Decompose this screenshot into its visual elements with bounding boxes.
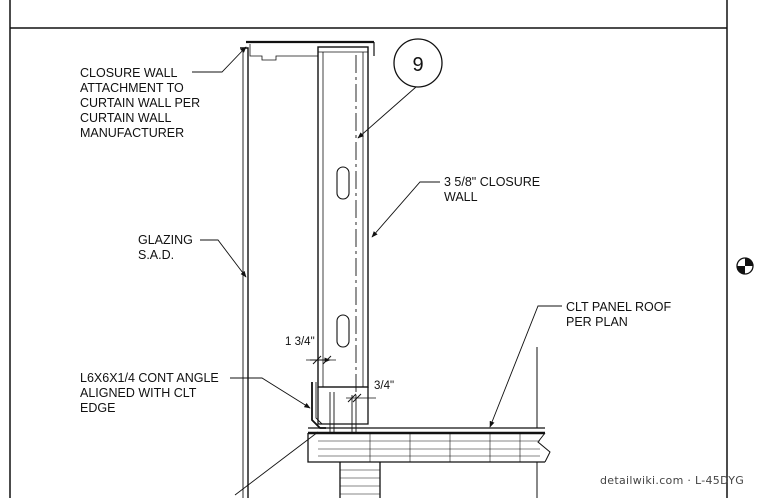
- svg-text:CLT PANEL ROOF: CLT PANEL ROOF: [566, 300, 671, 314]
- curtain-wall-mullion: [240, 40, 375, 498]
- svg-text:S.A.D.: S.A.D.: [138, 248, 174, 262]
- centerline-symbol-icon: [736, 257, 754, 275]
- svg-text:CURTAIN WALL PER: CURTAIN WALL PER: [80, 96, 200, 110]
- detail-bubble: 9: [393, 38, 443, 88]
- detail-number: 9: [412, 54, 423, 76]
- svg-text:CLOSURE WALL: CLOSURE WALL: [80, 66, 178, 80]
- svg-text:3 5/8" CLOSURE: 3 5/8" CLOSURE: [444, 175, 540, 189]
- bubble-leader: [357, 86, 417, 139]
- label-closure-wall: 3 5/8" CLOSURE WALL: [444, 175, 540, 204]
- label-clt-roof: CLT PANEL ROOF PER PLAN: [566, 300, 671, 329]
- svg-text:CURTAIN WALL: CURTAIN WALL: [80, 111, 171, 125]
- svg-text:ALIGNED WITH CLT: ALIGNED WITH CLT: [80, 386, 197, 400]
- closure-wall-stud: [317, 46, 369, 395]
- label-glazing: GLAZING S.A.D.: [138, 233, 193, 262]
- dimension-1-3-4: 1 3/4": [285, 336, 315, 348]
- svg-text:MANUFACTURER: MANUFACTURER: [80, 126, 184, 140]
- svg-text:ATTACHMENT TO: ATTACHMENT TO: [80, 81, 184, 95]
- clt-panel-roof: [307, 347, 551, 498]
- svg-text:GLAZING: GLAZING: [138, 233, 193, 247]
- label-angle: L6X6X1/4 CONT ANGLE ALIGNED WITH CLT EDG…: [80, 371, 219, 415]
- svg-text:WALL: WALL: [444, 190, 478, 204]
- dimension-ticks: [306, 355, 376, 403]
- svg-text:EDGE: EDGE: [80, 401, 115, 415]
- watermark: detailwiki.com · L-45DYG: [600, 474, 744, 487]
- sheet-border: [9, 0, 728, 498]
- svg-text:L6X6X1/4 CONT ANGLE: L6X6X1/4 CONT ANGLE: [80, 371, 219, 385]
- wall-below: [339, 462, 381, 498]
- cont-angle: [311, 382, 326, 429]
- dimension-3-4: 3/4": [374, 380, 394, 392]
- label-closure-wall-attachment: CLOSURE WALL ATTACHMENT TO CURTAIN WALL …: [80, 66, 200, 140]
- bottom-track: [317, 387, 369, 432]
- svg-text:PER PLAN: PER PLAN: [566, 315, 628, 329]
